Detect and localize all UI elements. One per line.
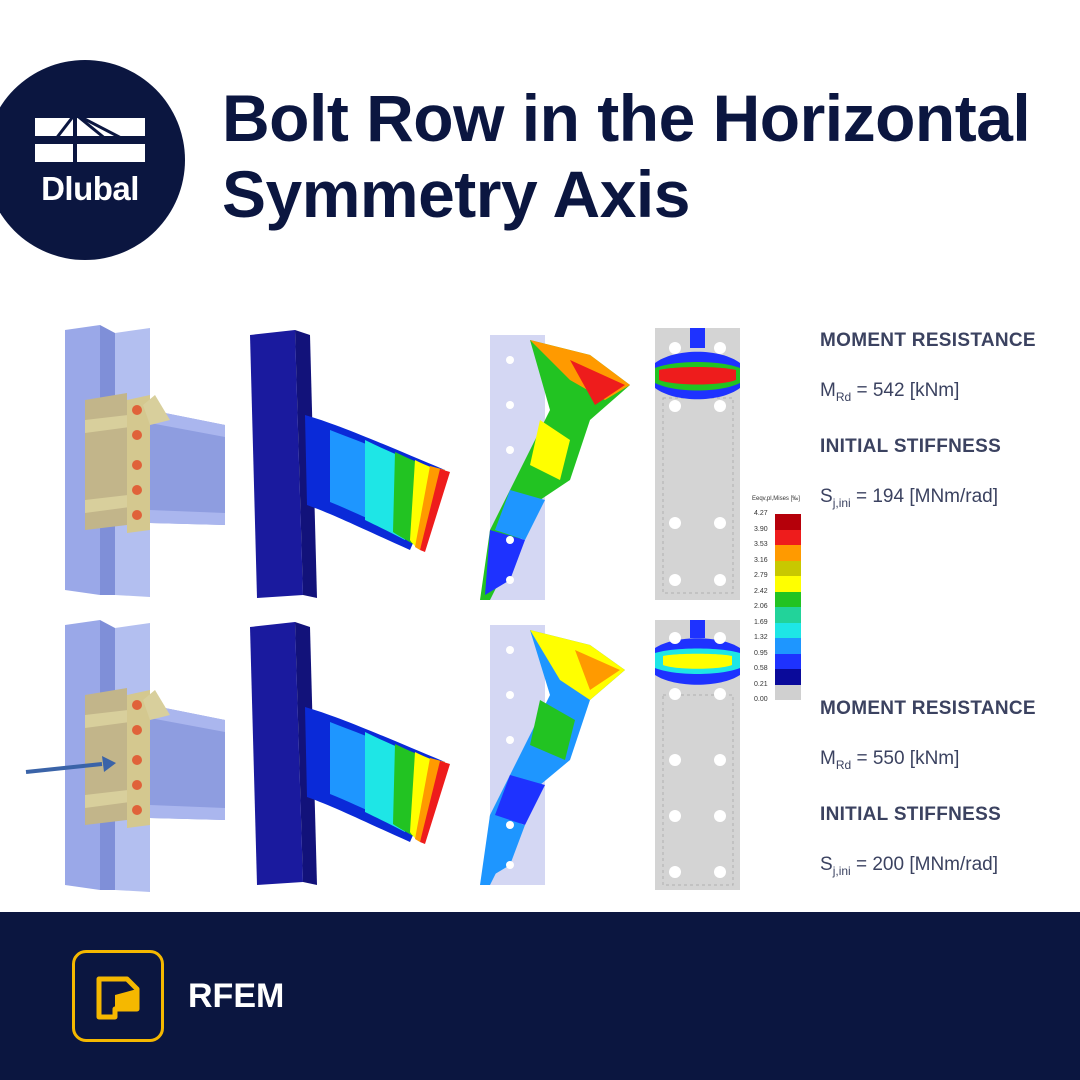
endplate-contour-bottom bbox=[655, 620, 740, 890]
legend-label: 0.00 bbox=[754, 696, 768, 703]
legend-label: 1.69 bbox=[754, 618, 768, 626]
legend-swatch bbox=[775, 684, 801, 700]
legend-swatch bbox=[775, 622, 801, 638]
legend-swatch bbox=[775, 653, 801, 669]
legend-label: 0.58 bbox=[754, 665, 768, 672]
bottom-moment-heading: MOMENT RESISTANCE bbox=[820, 698, 1036, 719]
endplate-deformation-top bbox=[480, 335, 630, 600]
legend-swatch bbox=[775, 560, 801, 576]
legend-swatch bbox=[775, 669, 801, 685]
legend-swatch bbox=[775, 638, 801, 654]
legend-label: 3.53 bbox=[754, 541, 768, 548]
column-deformation-bottom bbox=[250, 622, 450, 885]
legend-swatch bbox=[775, 529, 801, 545]
legend-label: 2.06 bbox=[754, 603, 768, 610]
legend-swatch bbox=[775, 545, 801, 561]
bottom-results-panel: MOMENT RESISTANCE MRd = 550 [kNm] INITIA… bbox=[820, 698, 1070, 878]
legend-label: 2.79 bbox=[754, 572, 768, 579]
legend-label: 2.42 bbox=[754, 587, 768, 595]
arrow-icon bbox=[25, 756, 116, 774]
legend-label: 1.32 bbox=[754, 634, 768, 641]
connection-model-bottom bbox=[65, 620, 225, 892]
legend-swatch bbox=[775, 591, 801, 607]
legend-label: 0.95 bbox=[754, 649, 768, 657]
top-stiffness-value: Sj,ini = 194 [MNm/rad] bbox=[820, 485, 999, 510]
top-moment-value: MRd = 542 [kNm] bbox=[820, 380, 960, 404]
legend-swatch bbox=[775, 514, 801, 530]
strain-legend: Eeqv,pl,Mises [‰] 4.27 3.90 3.53 3.16 2.79 2.… bbox=[752, 496, 804, 712]
product-name: RFEM bbox=[188, 977, 285, 1015]
legend-label: 3.90 bbox=[754, 525, 768, 533]
top-results-panel: MOMENT RESISTANCE MRd = 542 [kNm] INITIA… bbox=[820, 330, 1070, 510]
legend-label: 0.21 bbox=[754, 680, 768, 688]
legend-label: 3.16 bbox=[754, 556, 768, 564]
top-stiffness-heading: INITIAL STIFFNESS bbox=[820, 435, 1002, 457]
endplate-contour-top bbox=[655, 328, 740, 600]
footer-bar bbox=[0, 912, 1080, 1080]
dlubal-bridge-icon bbox=[35, 112, 145, 168]
legend-swatch bbox=[775, 576, 801, 592]
bottom-stiffness-heading: INITIAL STIFFNESS bbox=[820, 803, 1002, 825]
bottom-moment-value: MRd = 550 [kNm] bbox=[820, 748, 960, 772]
dlubal-wordmark: Dlubal bbox=[41, 170, 139, 207]
top-moment-heading: MOMENT RESISTANCE bbox=[820, 330, 1036, 351]
connection-model-top bbox=[65, 325, 225, 597]
rfem-logo-icon bbox=[72, 950, 164, 1042]
column-deformation-top bbox=[250, 330, 450, 598]
legend-swatch bbox=[775, 607, 801, 623]
legend-label: 4.27 bbox=[754, 510, 768, 517]
bottom-stiffness-value: Sj,ini = 200 [MNm/rad] bbox=[820, 853, 999, 878]
legend-title: Eeqv,pl,Mises [‰] bbox=[752, 496, 800, 502]
endplate-deformation-bottom bbox=[480, 625, 625, 885]
page-title: Bolt Row in the Horizontal Symmetry Axis bbox=[222, 81, 1031, 231]
